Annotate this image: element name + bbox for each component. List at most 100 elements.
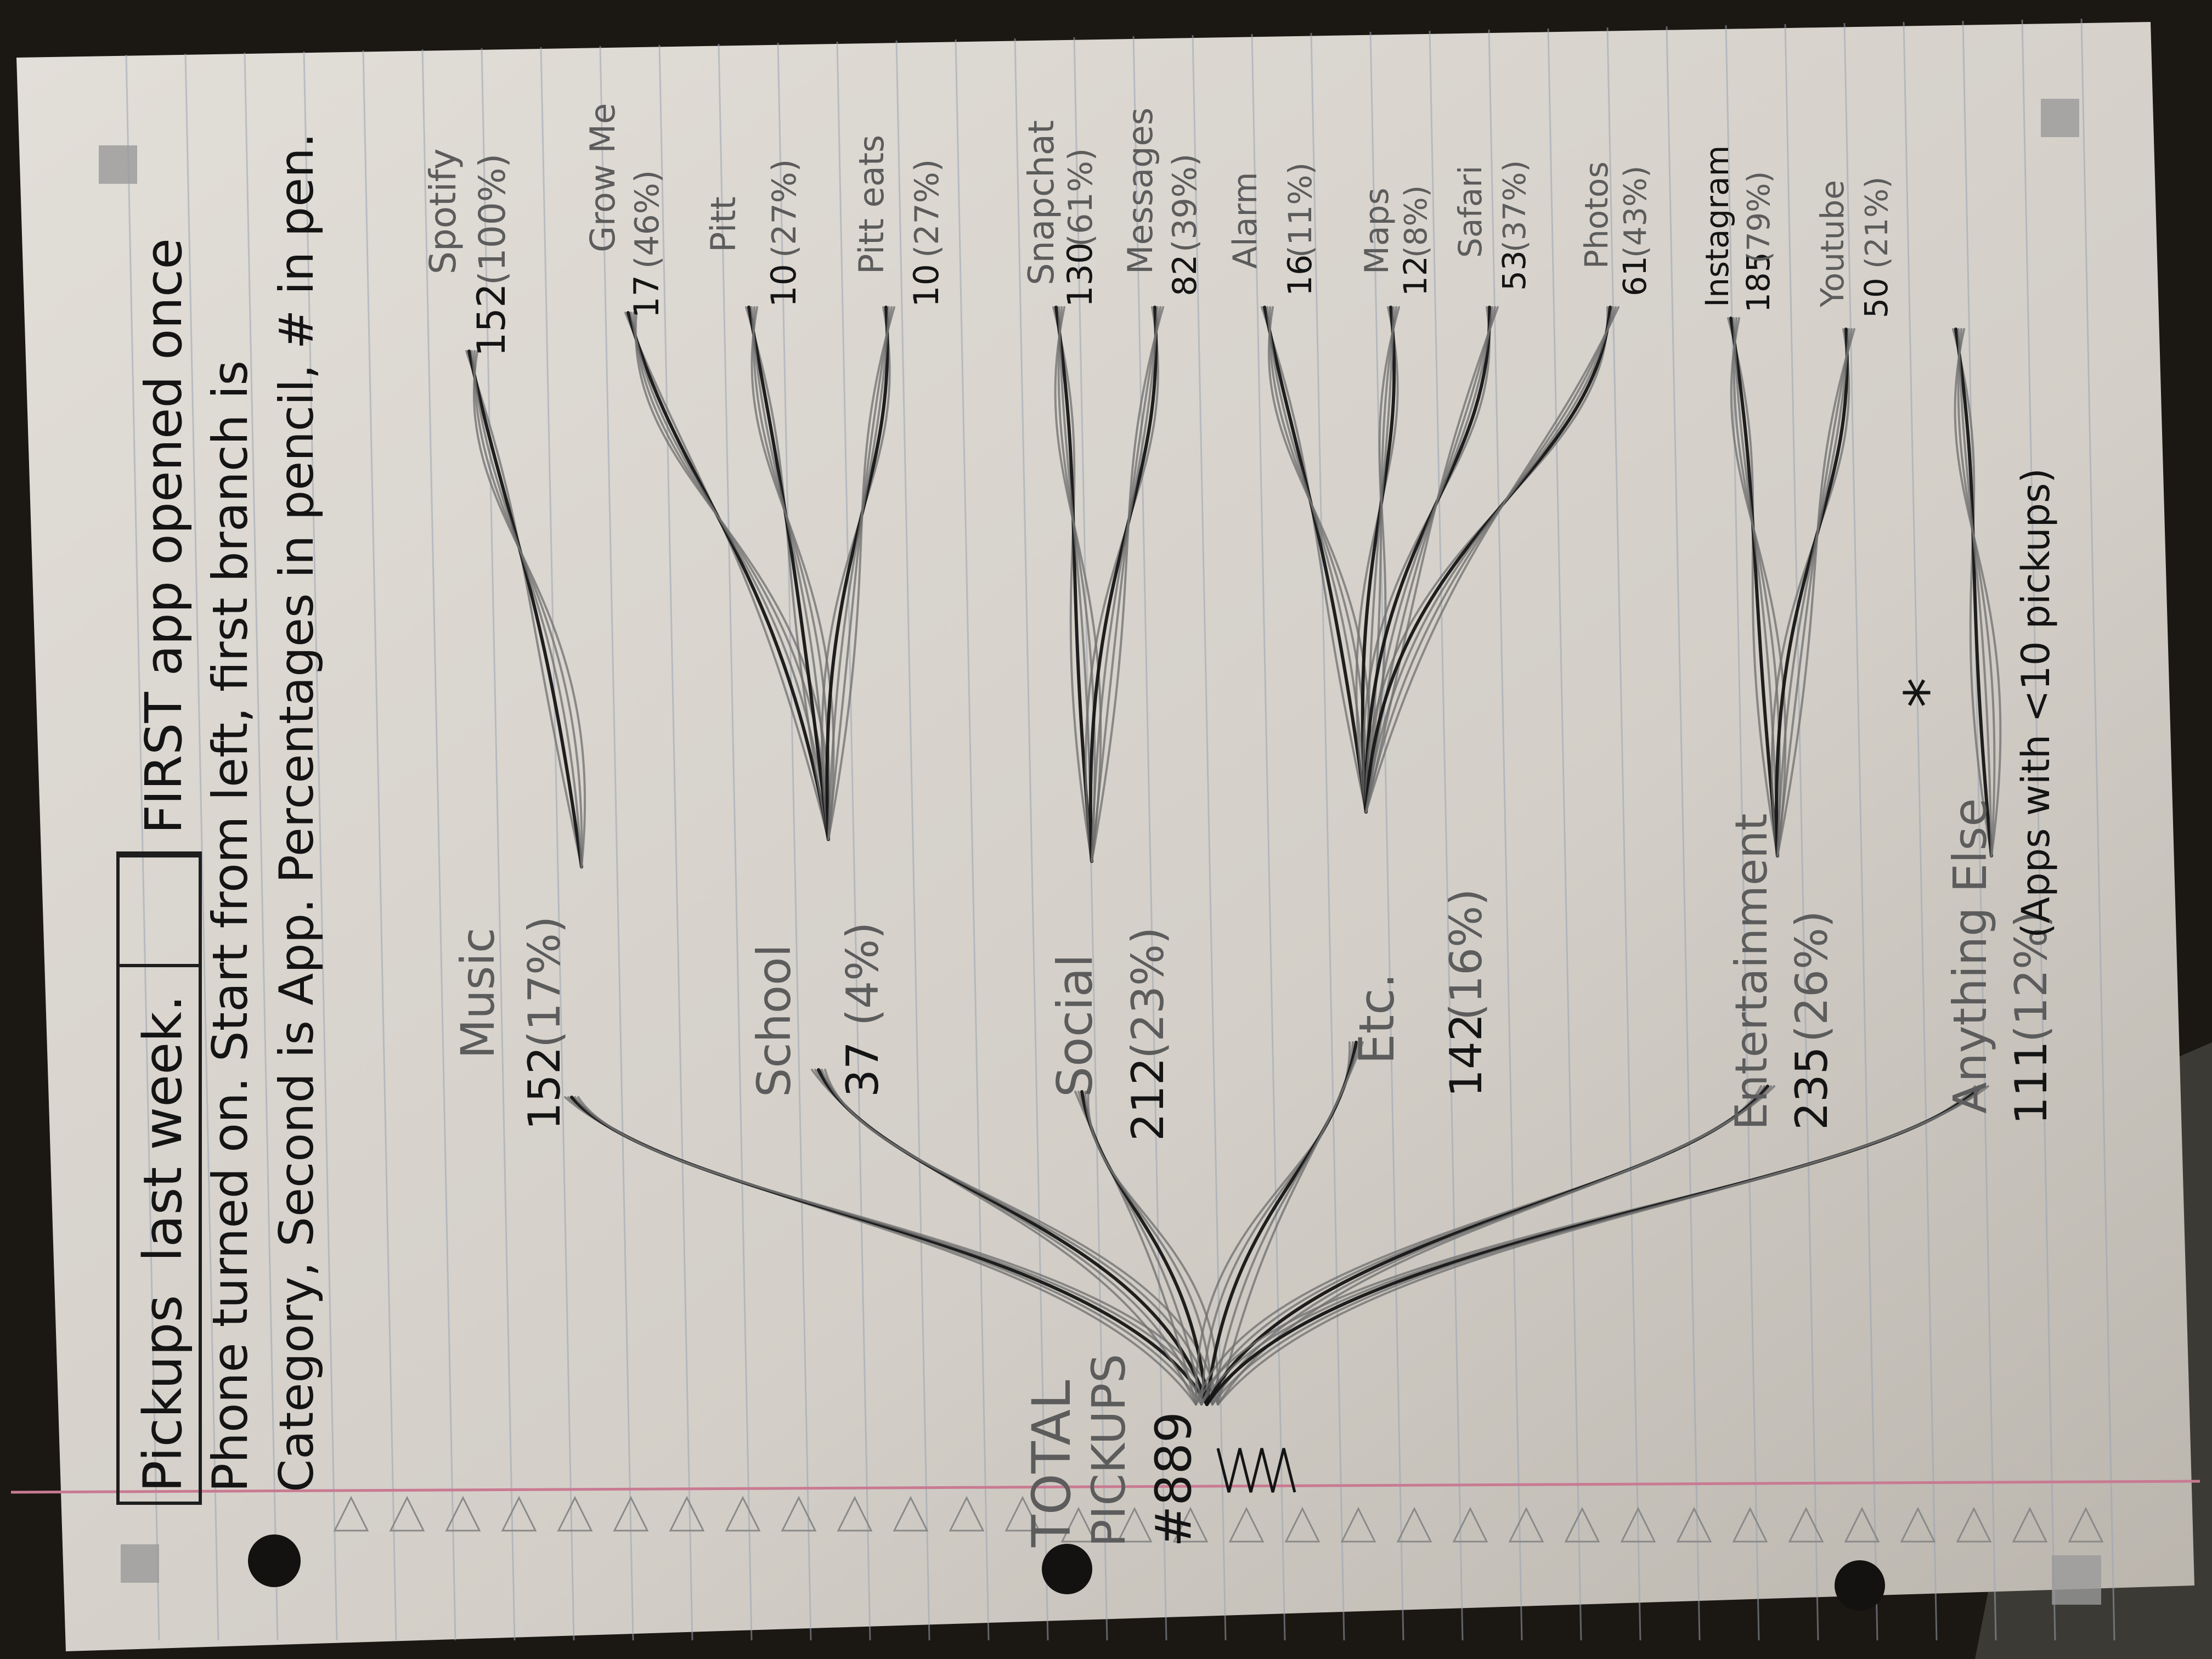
triangle-tab [1228,1506,1265,1543]
title-pickups: Pickups [132,1295,194,1492]
triangle-tab [1900,1506,1936,1543]
rule-line [1962,20,1997,1641]
app-photos-count: 61 [1616,256,1654,296]
app-strand [1091,306,1161,862]
category-etc-pct: (16%) [1441,889,1492,1020]
app-strand [467,349,583,868]
triangle-tab [1116,1506,1153,1543]
rule-line [2080,18,2115,1641]
title-block: Pickups last week. FIRST app opened once… [116,133,324,1505]
app-grow-me-count: 17 [627,275,667,318]
rule-line [1606,27,1641,1641]
app-photos-name: Photos [1578,161,1615,269]
rule-line [1429,30,1464,1641]
triangle-tab [1788,1506,1824,1543]
rule-line [955,39,990,1641]
app-pitt-count: 10 [764,264,804,307]
triangle-tab [1620,1506,1656,1543]
app-safari-pct: (37%) [1497,160,1533,252]
triangle-tab [445,1496,481,1532]
app-strand [1775,328,1849,857]
rule-line [1014,38,1049,1641]
rule-line [1251,33,1286,1641]
category-entertainment-count: 235 [1786,1046,1837,1130]
category-school-pct: (4%) [837,922,888,1026]
app-strand [751,306,830,840]
category-school-count: 37 [837,1041,888,1097]
triangle-tab [1060,1506,1097,1543]
app-strand [1365,306,1617,813]
app-strand [1776,328,1855,857]
category-music-name: Music [451,928,505,1059]
rule-line [2021,19,2056,1641]
rule-line [184,53,219,1641]
triangle-tab [725,1496,761,1532]
category-labels: Music 152 (17%) School 37 (4%) Social 21… [451,468,2058,1141]
category-music-count: 152 [519,1046,570,1130]
rule-line [1132,36,1167,1641]
category-social-pct: (23%) [1122,927,1173,1059]
branch-strands [465,306,2002,1406]
asterisk-mark: * [1892,678,1962,708]
triangle-tab [1005,1496,1041,1532]
app-strand [1054,306,1102,862]
rule-line [1843,22,1878,1641]
app-spotify-name: Spotify [422,148,464,274]
app-maps-name: Maps [1358,188,1396,274]
category-entertainment-name: Entertainment [1726,814,1777,1130]
app-strand [1263,306,1368,814]
app-messages-pct: (39%) [1166,154,1204,252]
rule-line [540,47,575,1641]
rule-line [1369,31,1404,1641]
title-last-week: last week. [132,995,194,1262]
triangle-tab [781,1496,817,1532]
app-strand [1365,306,1400,813]
app-pitt-eats-pct: (27%) [908,159,946,258]
category-anything-else-pct: (12%) [2006,911,2057,1042]
triangle-tab [1676,1506,1712,1543]
title-box [116,851,202,1505]
binder-hole-top [248,1534,301,1587]
app-strand [1091,306,1164,862]
triangle-tab [1732,1506,1768,1543]
rule-line [777,42,812,1641]
category-music-pct: (17%) [519,916,570,1048]
rule-line [718,43,753,1641]
app-strand [1088,306,1158,863]
rule-line [1784,24,1819,1641]
triangle-tab [1172,1506,1209,1543]
app-strand [1954,328,1993,857]
category-anything-else-count: 111 [2006,1041,2057,1125]
triangle-tab-row [333,1496,2104,1543]
title-line-1: FIRST app opened once [134,238,193,834]
category-social-count: 212 [1122,1057,1173,1141]
app-strand [1365,306,1620,813]
rule-line [1666,26,1701,1641]
triangle-tab [1956,1506,1992,1543]
category-strand [1087,1091,1220,1406]
app-instagram-name: Instagram [1699,145,1736,307]
app-messages-count: 82 [1166,255,1204,296]
app-strand [627,311,830,841]
rule-line [1903,21,1938,1641]
app-safari-count: 53 [1496,250,1533,291]
app-youtube-pct: (21%) [1859,177,1895,269]
app-strand [751,306,835,840]
app-messages-name: Messages [1120,108,1160,274]
app-strand [1957,328,1996,857]
app-strand [1365,306,1395,813]
app-strand [1365,306,1614,813]
corner-marker-bottom-left [121,1544,159,1583]
app-snapchat-name: Snapchat [1022,120,1062,285]
app-alarm-name: Alarm [1226,172,1265,269]
category-strand [577,1096,1219,1406]
rule-line [1488,29,1523,1641]
triangle-tab [893,1496,929,1532]
rule-line [362,50,397,1641]
triangle-tab [557,1496,593,1532]
app-strand [1054,306,1093,863]
app-instagram-count: 185 [1740,252,1777,313]
app-strand [1957,328,1993,857]
rule-line [1725,25,1760,1641]
